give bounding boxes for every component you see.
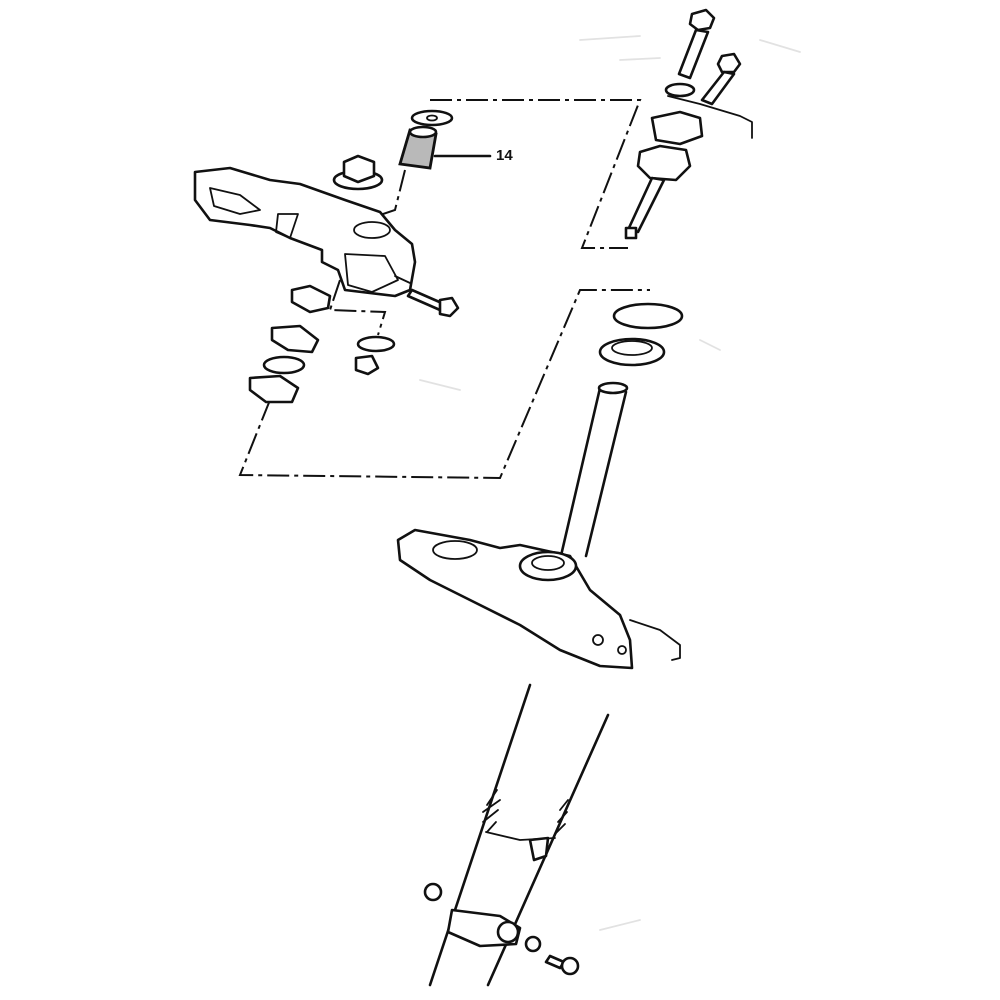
part-14-bushing [398,109,492,170]
upper-bolts [664,8,753,139]
callout-label-14: 14 [496,147,513,164]
scan-artifacts [419,35,801,931]
steering-bearings [598,302,684,367]
steering-stem-tube [558,381,629,562]
top-nut [332,154,384,191]
steering-stem-upper [624,110,704,240]
fork-clamp-hardware [423,882,580,976]
upper-triple-clamp [193,166,417,298]
fork-tube [428,683,610,987]
clamp-bolt [406,288,460,318]
assembly-leader-lines [238,99,650,480]
lower-triple-clamp [396,528,681,670]
left-hardware-stack [248,284,396,404]
